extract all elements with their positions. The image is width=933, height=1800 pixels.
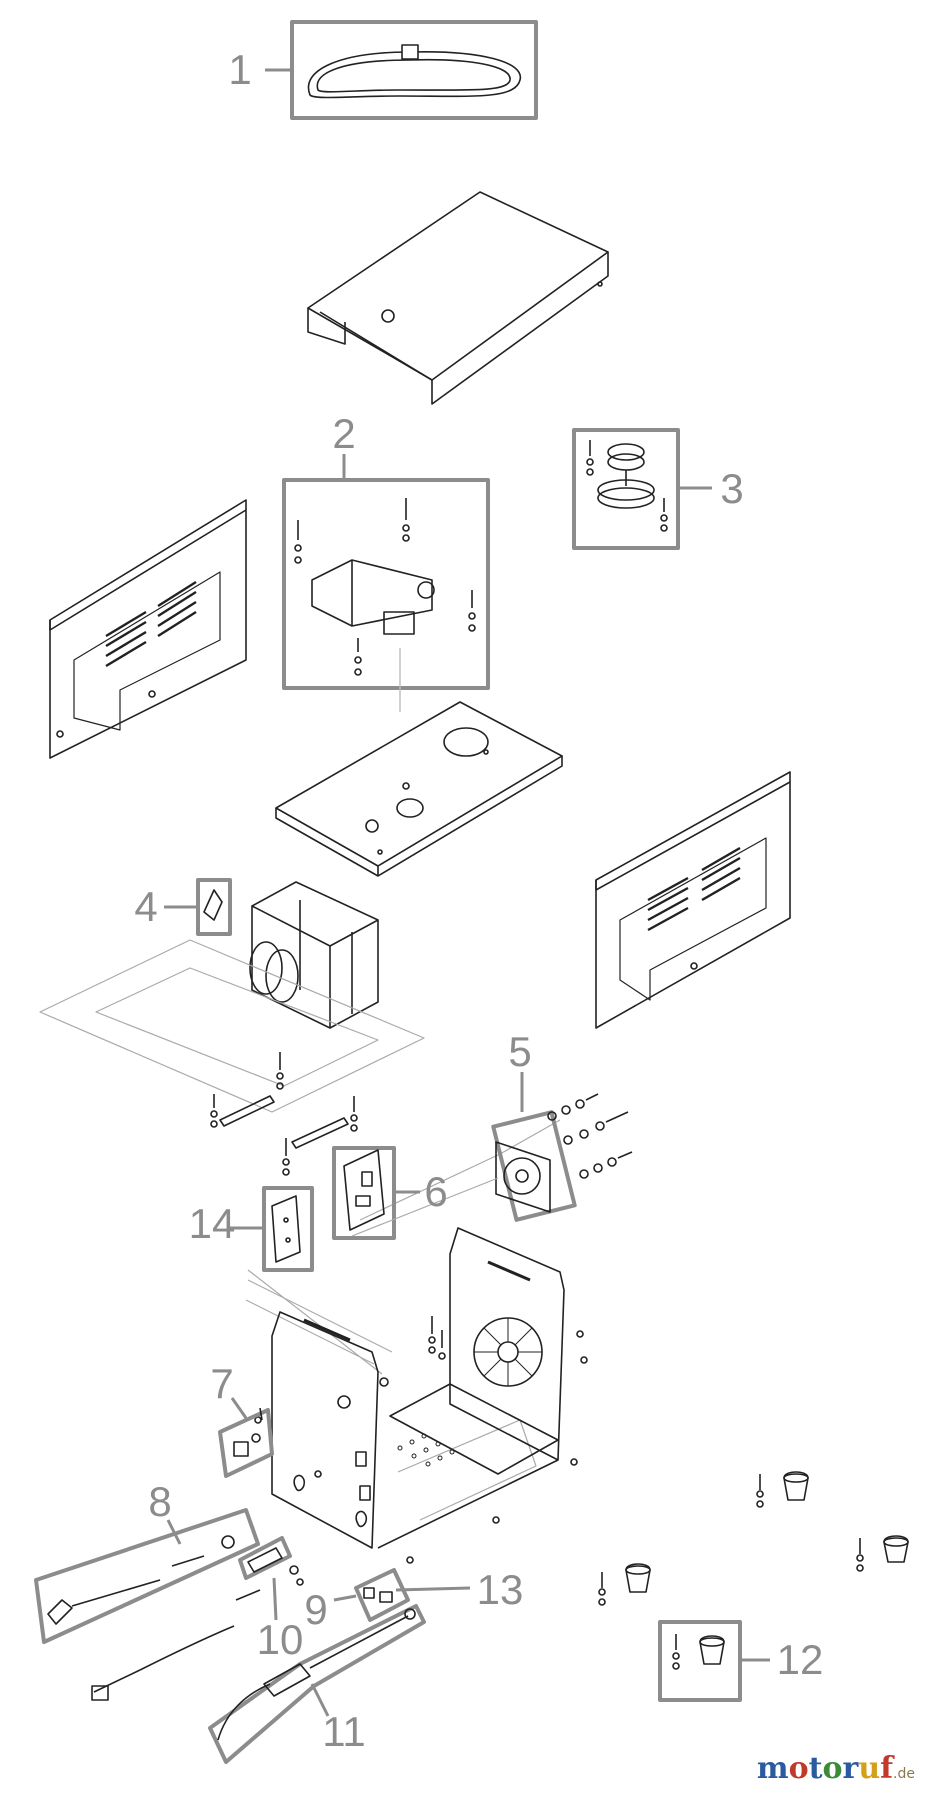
bracket-part [271, 1195, 301, 1263]
part-5-box [491, 1110, 577, 1222]
logo-letter-t: t [808, 1751, 823, 1786]
callout-1: 1 [228, 46, 251, 93]
callout-13: 13 [477, 1566, 524, 1613]
motoruf-logo: motoruf.de [757, 1751, 915, 1786]
callout-3: 3 [720, 465, 743, 512]
main-chassis-part [271, 1227, 565, 1549]
fan-part [495, 1141, 551, 1213]
logo-letter-f: f [880, 1751, 894, 1786]
callout-7: 7 [210, 1360, 233, 1407]
part-12-box [658, 1620, 742, 1702]
middle-plate-part [275, 701, 563, 877]
callout-5: 5 [508, 1028, 531, 1075]
power-cord-part [91, 1589, 261, 1701]
top-cover-part [307, 191, 609, 405]
logo-letter-m: m [756, 1751, 789, 1786]
feet-part [598, 1471, 909, 1606]
part-2-box [282, 478, 490, 690]
wire-feed-assembly-part [294, 498, 476, 676]
left-side-panel-part [49, 499, 247, 759]
part-1-box [290, 20, 538, 120]
fan-screws-part [547, 1093, 633, 1179]
part-7-box [218, 1408, 274, 1478]
part-8-box [34, 1508, 260, 1644]
part-9-13-box [354, 1568, 410, 1622]
logo-letter-u: u [858, 1751, 881, 1786]
callout-4: 4 [134, 883, 157, 930]
part-4-box [196, 878, 232, 936]
callout-14: 14 [189, 1200, 236, 1247]
callout-8: 8 [148, 1478, 171, 1525]
part-6-box [332, 1146, 396, 1240]
mounting-rails-part [210, 1052, 358, 1176]
callout-9: 9 [304, 1586, 327, 1633]
chassis-screws-part [254, 1316, 588, 1564]
foot-part [672, 1634, 725, 1670]
callout-12: 12 [777, 1636, 824, 1683]
strain-relief-part [247, 1547, 304, 1586]
part-10-box [238, 1536, 292, 1580]
right-side-panel-part [595, 771, 791, 1029]
callout-6: 6 [424, 1168, 447, 1215]
earth-clamp-cable-part [47, 1535, 235, 1625]
callout-11: 11 [322, 1708, 366, 1755]
callout-2: 2 [332, 410, 355, 457]
logo-letter-o1: o [788, 1751, 809, 1786]
welding-torch-part [217, 1608, 416, 1741]
logo-letter-r: r [842, 1751, 859, 1786]
logo-tld: .de [893, 1766, 915, 1782]
control-pcb-part [343, 1149, 385, 1231]
strap-part [307, 44, 522, 99]
callout-10: 10 [257, 1616, 304, 1663]
connector-part [363, 1587, 393, 1603]
switch-part [233, 1407, 263, 1457]
spool-holder-part [586, 440, 668, 532]
knob-part [203, 889, 223, 921]
logo-letter-o2: o [822, 1751, 843, 1786]
transformer-part [249, 881, 379, 1029]
